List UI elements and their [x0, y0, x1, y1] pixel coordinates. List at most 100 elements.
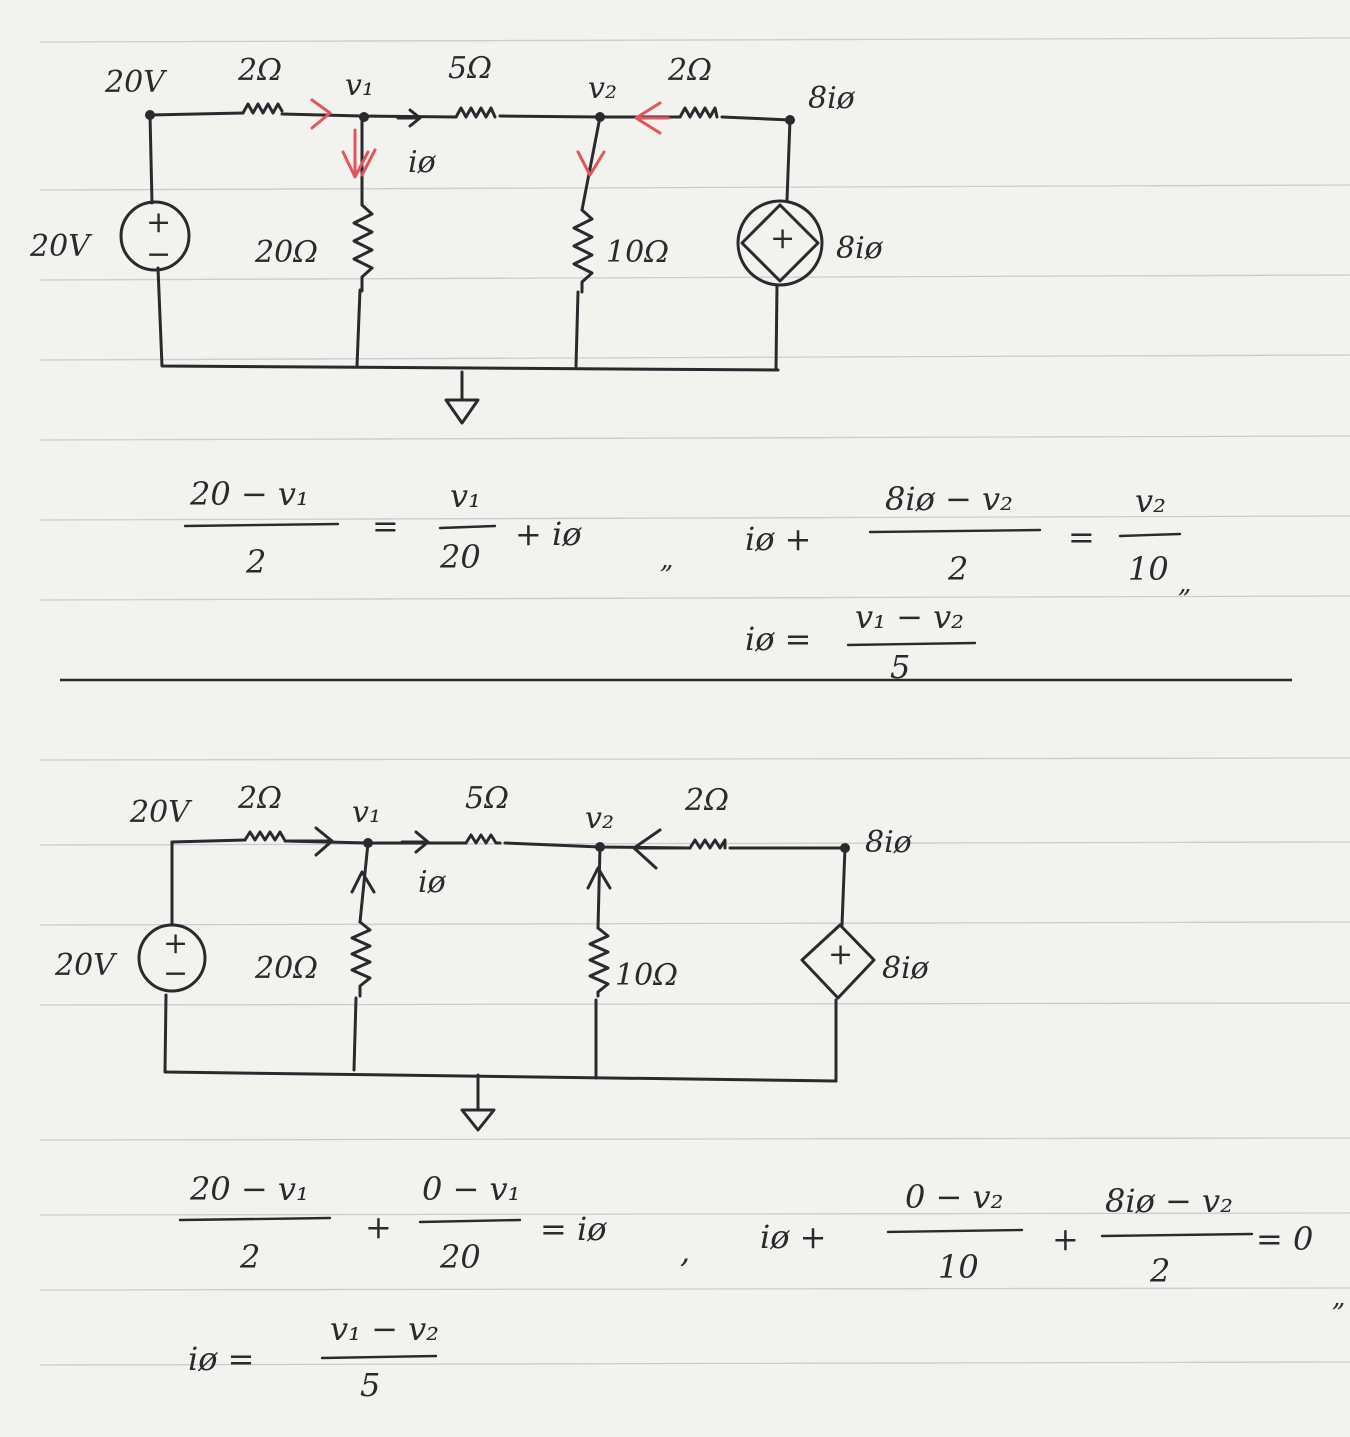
node-v1-label: v₁	[352, 795, 381, 830]
node-v2-label: v₂	[588, 71, 617, 106]
resistor-20-zigzag	[352, 203, 374, 293]
node-v1-label: v₁	[345, 68, 374, 103]
resistor-5-label: 5Ω	[448, 51, 492, 86]
eq1-separator: „	[660, 545, 673, 575]
eq1-c-numerator: v₁ − v₂	[855, 598, 964, 636]
resistor-10-label: 10Ω	[615, 958, 678, 993]
current-arrow-up-icon	[350, 870, 376, 894]
branch-10-wire	[574, 115, 602, 368]
resistor-2a-label: 2Ω	[237, 53, 282, 88]
eq2-frac-b-denominator: 20	[439, 1238, 481, 1276]
source-minus-sign: −	[146, 237, 171, 272]
fraction-bar	[320, 1354, 438, 1360]
resistor-2a-label: 2Ω	[237, 781, 282, 816]
voltage-source-icon	[137, 923, 207, 993]
eq2-b-rhs: = 0	[1256, 1220, 1313, 1258]
source-label: 20V	[29, 229, 93, 264]
eq1-equals: =	[372, 507, 399, 545]
node-v2-label: v₂	[585, 801, 614, 836]
eq2-frac-b-numerator: 0 − v₁	[422, 1170, 520, 1208]
eq1-frac-a-denominator: 2	[245, 543, 266, 581]
eq1-c-lhs: iø =	[745, 620, 811, 658]
left-and-bottom-wire-2	[163, 840, 838, 1083]
top-wire-1	[148, 111, 792, 122]
resistor-5-zigzag	[454, 106, 497, 119]
current-arrow-up-icon	[586, 866, 612, 890]
eq2-b-plus: +	[1052, 1220, 1079, 1258]
dependent-node-label: 8iø	[808, 81, 856, 116]
dependent-source-diamond-icon	[800, 923, 876, 1000]
source-plus-sign: +	[146, 205, 171, 240]
fraction-bar	[178, 1216, 332, 1222]
eq2-b-lhs: iø +	[760, 1218, 826, 1256]
resistor-20-zigzag	[350, 920, 372, 998]
resistor-2b-label: 2Ω	[667, 53, 712, 88]
fraction-bar	[868, 528, 1042, 534]
left-and-bottom-wire-1	[148, 113, 780, 372]
eq1-separator: „	[1178, 569, 1191, 599]
node-dot	[840, 843, 850, 853]
red-arrow-right-icon	[310, 98, 332, 130]
eq1-b-rhs-numerator: v₂	[1135, 482, 1166, 520]
resistor-2b-label: 2Ω	[684, 783, 729, 818]
source-minus-sign: −	[163, 956, 188, 991]
current-arrow-right-icon	[288, 826, 334, 857]
eq1-tail: + iø	[515, 515, 582, 553]
fraction-bar	[418, 1218, 522, 1224]
current-arrow-right-icon	[400, 830, 430, 854]
voltage-source-icon	[119, 200, 191, 272]
dependent-source-label: 8iø	[836, 231, 884, 266]
eq1-b-rhs-denominator: 10	[1128, 550, 1169, 588]
node-dot	[363, 838, 373, 848]
node-dot	[359, 112, 369, 122]
eq2-b-numerator: 0 − v₂	[905, 1178, 1003, 1216]
resistor-20-label: 20Ω	[254, 235, 318, 270]
current-label: iø	[418, 865, 447, 900]
circuit-1: 20V 2Ω v₁ 5Ω v₂ 2Ω 8iø iø 20V + − 20Ω 10…	[29, 51, 884, 425]
eq1-b-lhs: iø +	[745, 520, 811, 558]
source-node-label: 20V	[104, 65, 168, 100]
resistor-10-zigzag	[588, 926, 610, 998]
eq2-separator: ,	[680, 1232, 690, 1270]
eq1-b-numerator: 8iø − v₂	[885, 480, 1013, 518]
eq2-d-numerator: v₁ − v₂	[330, 1310, 439, 1348]
eq1-c-denominator: 5	[890, 648, 910, 686]
equations-1: 20 − v₁ 2 = v₁ 20 + iø „ iø + 8iø − v₂ 2…	[183, 475, 1191, 686]
resistor-2b-zigzag	[688, 838, 727, 850]
current-arrow-left-icon	[632, 828, 692, 870]
current-label: iø	[408, 145, 437, 180]
eq2-d-denominator: 5	[360, 1366, 380, 1404]
branch-20-wire	[352, 841, 370, 1072]
circuit-2: 20V 2Ω v₁ 5Ω v₂ 2Ω 8iø iø 20V + − 20Ω 10…	[54, 781, 930, 1132]
dependent-source-label: 8iø	[882, 951, 930, 986]
eq2-plus: +	[365, 1208, 392, 1246]
ground-icon	[444, 370, 480, 425]
ground-icon	[460, 1073, 496, 1132]
current-arrow-icon	[396, 108, 422, 128]
branch-dep-wire	[774, 118, 792, 372]
resistor-10-zigzag	[572, 208, 594, 294]
eq1-frac-a-numerator: 20 − v₁	[189, 475, 309, 513]
eq2-c-numerator: 8iø − v₂	[1105, 1182, 1233, 1220]
resistor-2a-zigzag	[243, 830, 286, 842]
fraction-bar	[438, 524, 497, 530]
eq2-b-denominator: 10	[938, 1248, 979, 1286]
dependent-node-label: 8iø	[865, 825, 913, 860]
node-dot	[145, 110, 155, 120]
fraction-bar	[183, 522, 340, 528]
eq1-frac-b-denominator: 20	[439, 538, 481, 576]
branch-20-wire	[355, 114, 364, 368]
dep-source-plus-sign: +	[828, 937, 853, 972]
eq2-frac-a-denominator: 2	[239, 1238, 260, 1276]
eq2-a-rhs: = iø	[540, 1210, 607, 1248]
branch-10-wire	[594, 845, 602, 1080]
dependent-source-circle-icon	[736, 199, 824, 287]
node-dot	[595, 842, 605, 852]
red-arrow-down-icon	[576, 150, 606, 177]
dep-source-plus-sign: +	[770, 221, 795, 256]
eq2-d-lhs: iø =	[188, 1340, 254, 1378]
resistor-5-zigzag	[464, 833, 502, 845]
eq2-frac-a-numerator: 20 − v₁	[189, 1170, 309, 1208]
